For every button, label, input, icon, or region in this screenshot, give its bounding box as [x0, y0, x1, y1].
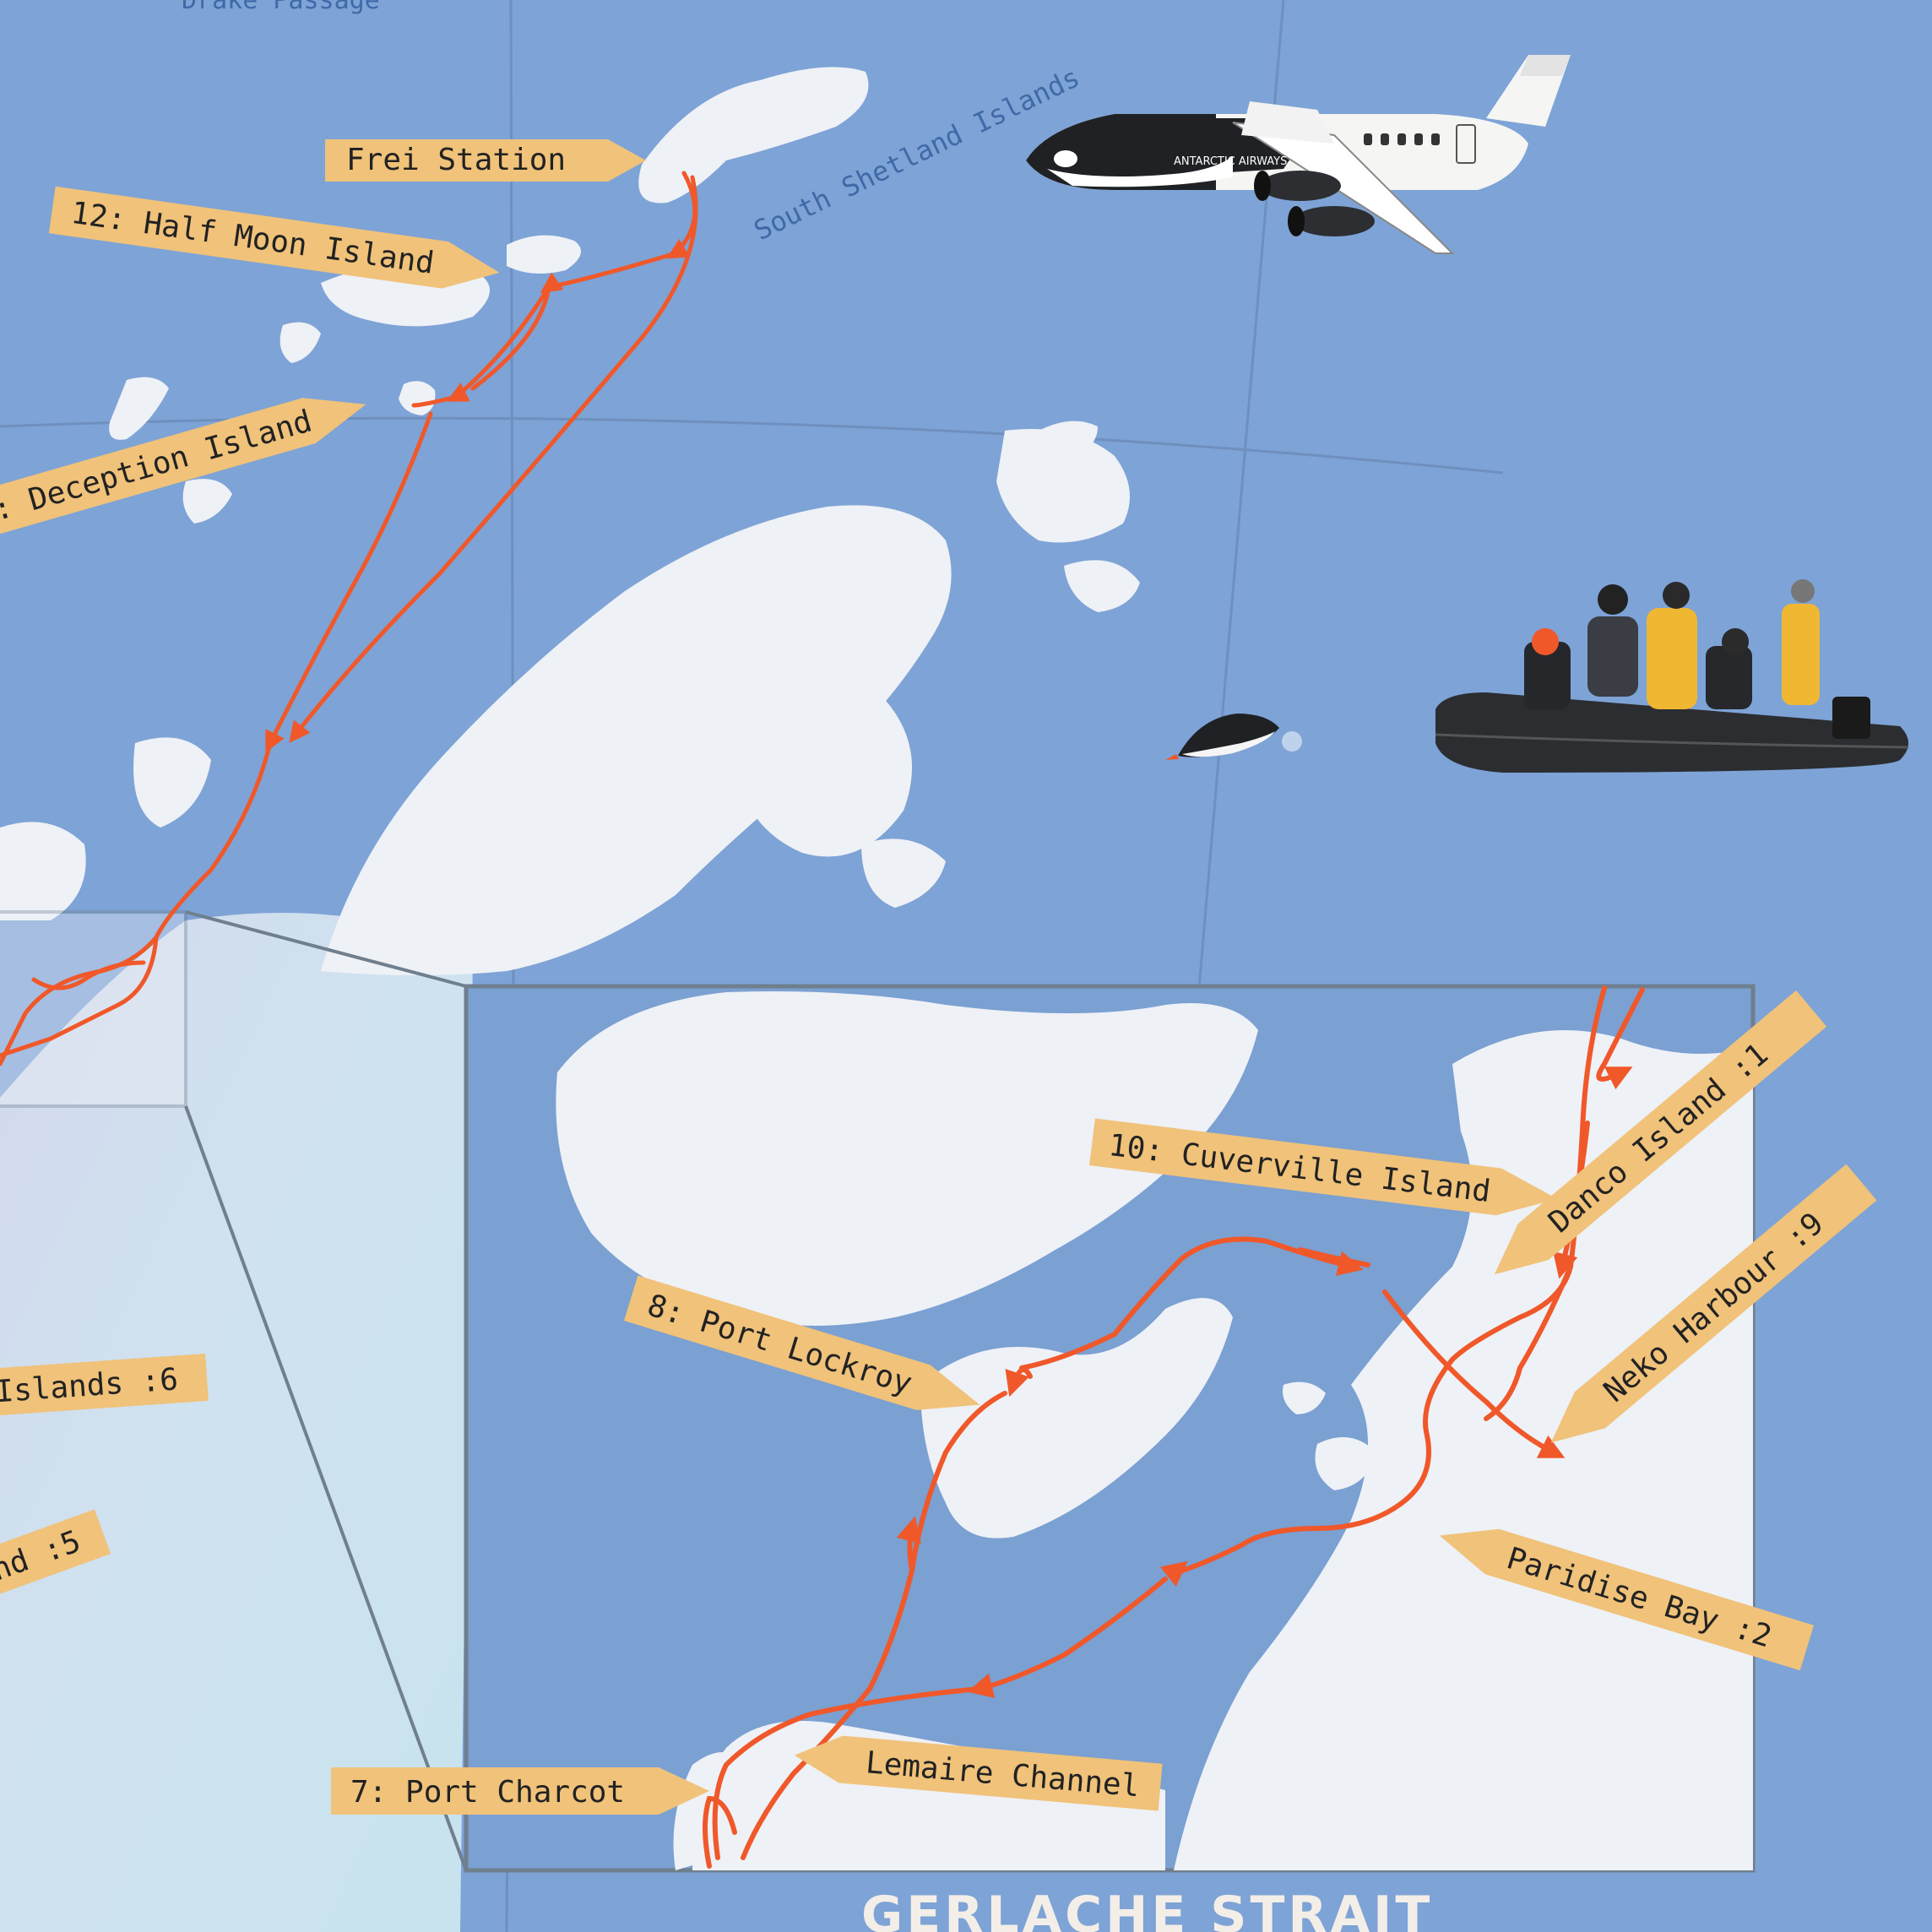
- stop-label-frei: Frei Station: [325, 139, 646, 182]
- inset-anvers-island: [556, 991, 1258, 1326]
- anvers-island-upper: [861, 838, 946, 908]
- peninsula-mainland: [321, 505, 952, 975]
- frei-label-text: Frei Station: [346, 143, 566, 177]
- left-edge-land-2: [133, 737, 211, 828]
- stop-label-islands-6: Islands :6: [0, 1353, 209, 1417]
- inset-small-island-1: [1315, 1437, 1376, 1490]
- inset-small-island-3: [1435, 1361, 1495, 1414]
- route-upper: [0, 171, 698, 1066]
- inset-small-island-2: [1283, 1381, 1326, 1414]
- drake-passage-text: Drake Passage: [182, 0, 380, 15]
- penguin-illustration: [1165, 714, 1302, 760]
- snow-island: [109, 377, 169, 440]
- left-edge-land: [0, 822, 86, 920]
- inset-map: [464, 984, 1756, 1873]
- small-island-a: [279, 322, 321, 363]
- deception-island: [399, 381, 436, 415]
- aircraft-livery-text: ANTARCTIC AIRWAYS: [1174, 155, 1287, 168]
- joinville-island: [1039, 421, 1098, 456]
- inset-peninsula-coast: [1174, 1030, 1753, 1870]
- smith-island: [182, 479, 232, 524]
- gerlache-strait-text: GERLACHE STRAIT: [861, 1886, 1433, 1932]
- stop-label-port-charcot: 7: Port Charcot: [331, 1767, 709, 1815]
- inset-connectors: [184, 910, 468, 1871]
- trinity-peninsula: [996, 429, 1130, 543]
- passengers: [1524, 579, 1820, 709]
- route-inset: [703, 985, 1645, 1869]
- aircraft-illustration: ANTARCTIC AIRWAYS: [1026, 55, 1571, 254]
- brabant-island: [735, 670, 912, 857]
- stop-label-island-5: nd :5: [0, 1509, 111, 1598]
- ice-shelf: [0, 913, 473, 1932]
- king-george-island: [638, 67, 869, 204]
- port-charcot-label-text: 7: Port Charcot: [350, 1775, 625, 1810]
- east-islands: [1064, 560, 1140, 612]
- inset-wiencke-island: [920, 1298, 1233, 1539]
- zodiac-boat-illustration: [1435, 579, 1909, 773]
